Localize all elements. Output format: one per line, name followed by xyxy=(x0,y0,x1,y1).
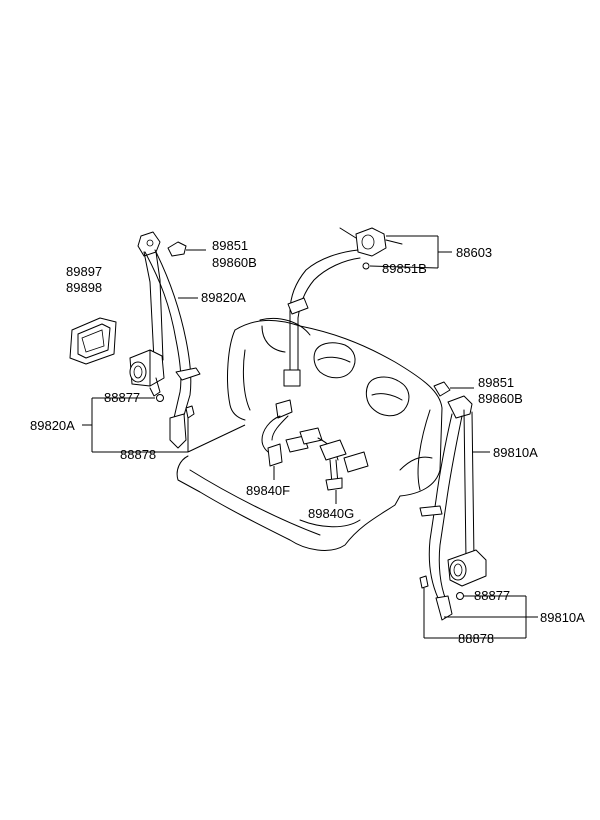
label-88878-right: 88878 xyxy=(458,631,494,646)
part-labels: 89851 89860B 89897 89898 89820A 88877 89… xyxy=(30,238,585,646)
label-89897: 89897 xyxy=(66,264,102,279)
label-89840G: 89840G xyxy=(308,506,354,521)
right-bolt-88877 xyxy=(456,592,464,600)
right-belt-assembly xyxy=(419,395,487,621)
left-belt-guide xyxy=(175,367,201,381)
label-88877-right: 88877 xyxy=(474,588,510,603)
right-upper-anchor xyxy=(447,395,473,419)
center-belt-assembly xyxy=(283,227,403,387)
label-89840F: 89840F xyxy=(246,483,290,498)
label-89810A-upper: 89810A xyxy=(493,445,538,460)
rear-seat-outline xyxy=(176,317,443,551)
right-lower-anchor xyxy=(435,595,453,621)
left-lower-anchor xyxy=(169,413,187,449)
left-cover-88878 xyxy=(185,405,195,419)
left-belt-assembly xyxy=(129,231,201,449)
label-89860B-left: 89860B xyxy=(212,255,257,270)
center-bolt xyxy=(362,262,370,270)
label-89851-right: 89851 xyxy=(478,375,514,390)
left-anchor-cover xyxy=(167,241,187,257)
right-headrest xyxy=(365,376,410,417)
label-89820A-upper: 89820A xyxy=(201,290,246,305)
label-88877-left: 88877 xyxy=(104,390,140,405)
label-89860B-right: 89860B xyxy=(478,391,523,406)
right-anchor-cover xyxy=(433,381,451,397)
retractor-bezel xyxy=(69,317,117,365)
leader-lines xyxy=(82,235,538,639)
right-cover-88878 xyxy=(419,575,429,589)
label-89810A-lower: 89810A xyxy=(540,610,585,625)
left-bolt-88877 xyxy=(156,394,164,402)
label-89898: 89898 xyxy=(66,280,102,295)
center-retractor xyxy=(355,227,387,257)
label-89851-left: 89851 xyxy=(212,238,248,253)
center-headrest xyxy=(313,342,356,379)
label-89851B: 89851B xyxy=(382,261,427,276)
center-buckle-89840G xyxy=(299,427,369,491)
label-88878-left: 88878 xyxy=(120,447,156,462)
label-89820A-lower: 89820A xyxy=(30,418,75,433)
label-88603: 88603 xyxy=(456,245,492,260)
